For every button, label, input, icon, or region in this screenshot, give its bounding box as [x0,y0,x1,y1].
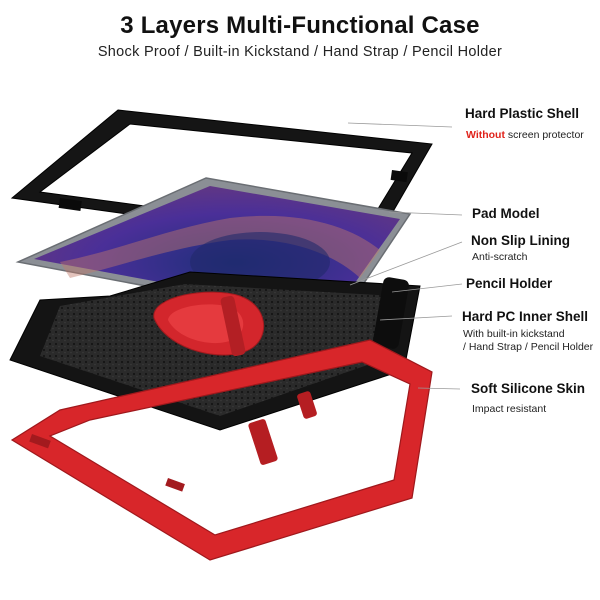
leader-line-pencil-holder [391,283,463,293]
leader-line-non-slip-lining [349,241,463,286]
label-without-highlight: Without [466,129,505,141]
label-hard-plastic-shell: Hard Plastic Shell [465,106,580,121]
page-subtitle: Shock Proof / Built-in Kickstand / Hand … [97,44,503,60]
label-soft-silicone-skin: Soft Silicone Skin [471,381,586,396]
label-hard-pc-inner-shell-sub1: With built-in kickstand [463,328,565,340]
label-hard-pc-inner-shell: Hard PC Inner Shell [462,309,589,324]
label-pad-model: Pad Model [472,206,540,221]
leader-line-soft-silicone-skin [417,387,461,390]
soft-silicone-skin [10,339,433,561]
label-non-slip-lining: Non Slip Lining [471,233,570,248]
leader-lines [347,122,463,390]
label-pencil-holder: Pencil Holder [466,276,553,291]
label-non-slip-lining-sub: Anti-scratch [472,251,528,263]
label-hard-plastic-shell-sub: Without screen protector [466,129,584,142]
label-hard-pc-inner-shell-sub2: / Hand Strap / Pencil Holder [463,341,594,353]
label-soft-silicone-skin-sub: Impact resistant [472,403,547,415]
leader-line-pad-model [388,211,463,216]
label-screen-protector: screen protector [507,129,584,141]
page-title: 3 Layers Multi-Functional Case [120,12,480,39]
hard-pc-inner-shell [9,271,421,431]
leader-line-hard-pc-inner-shell [379,315,453,321]
leader-line-hard-plastic-shell [347,122,453,128]
